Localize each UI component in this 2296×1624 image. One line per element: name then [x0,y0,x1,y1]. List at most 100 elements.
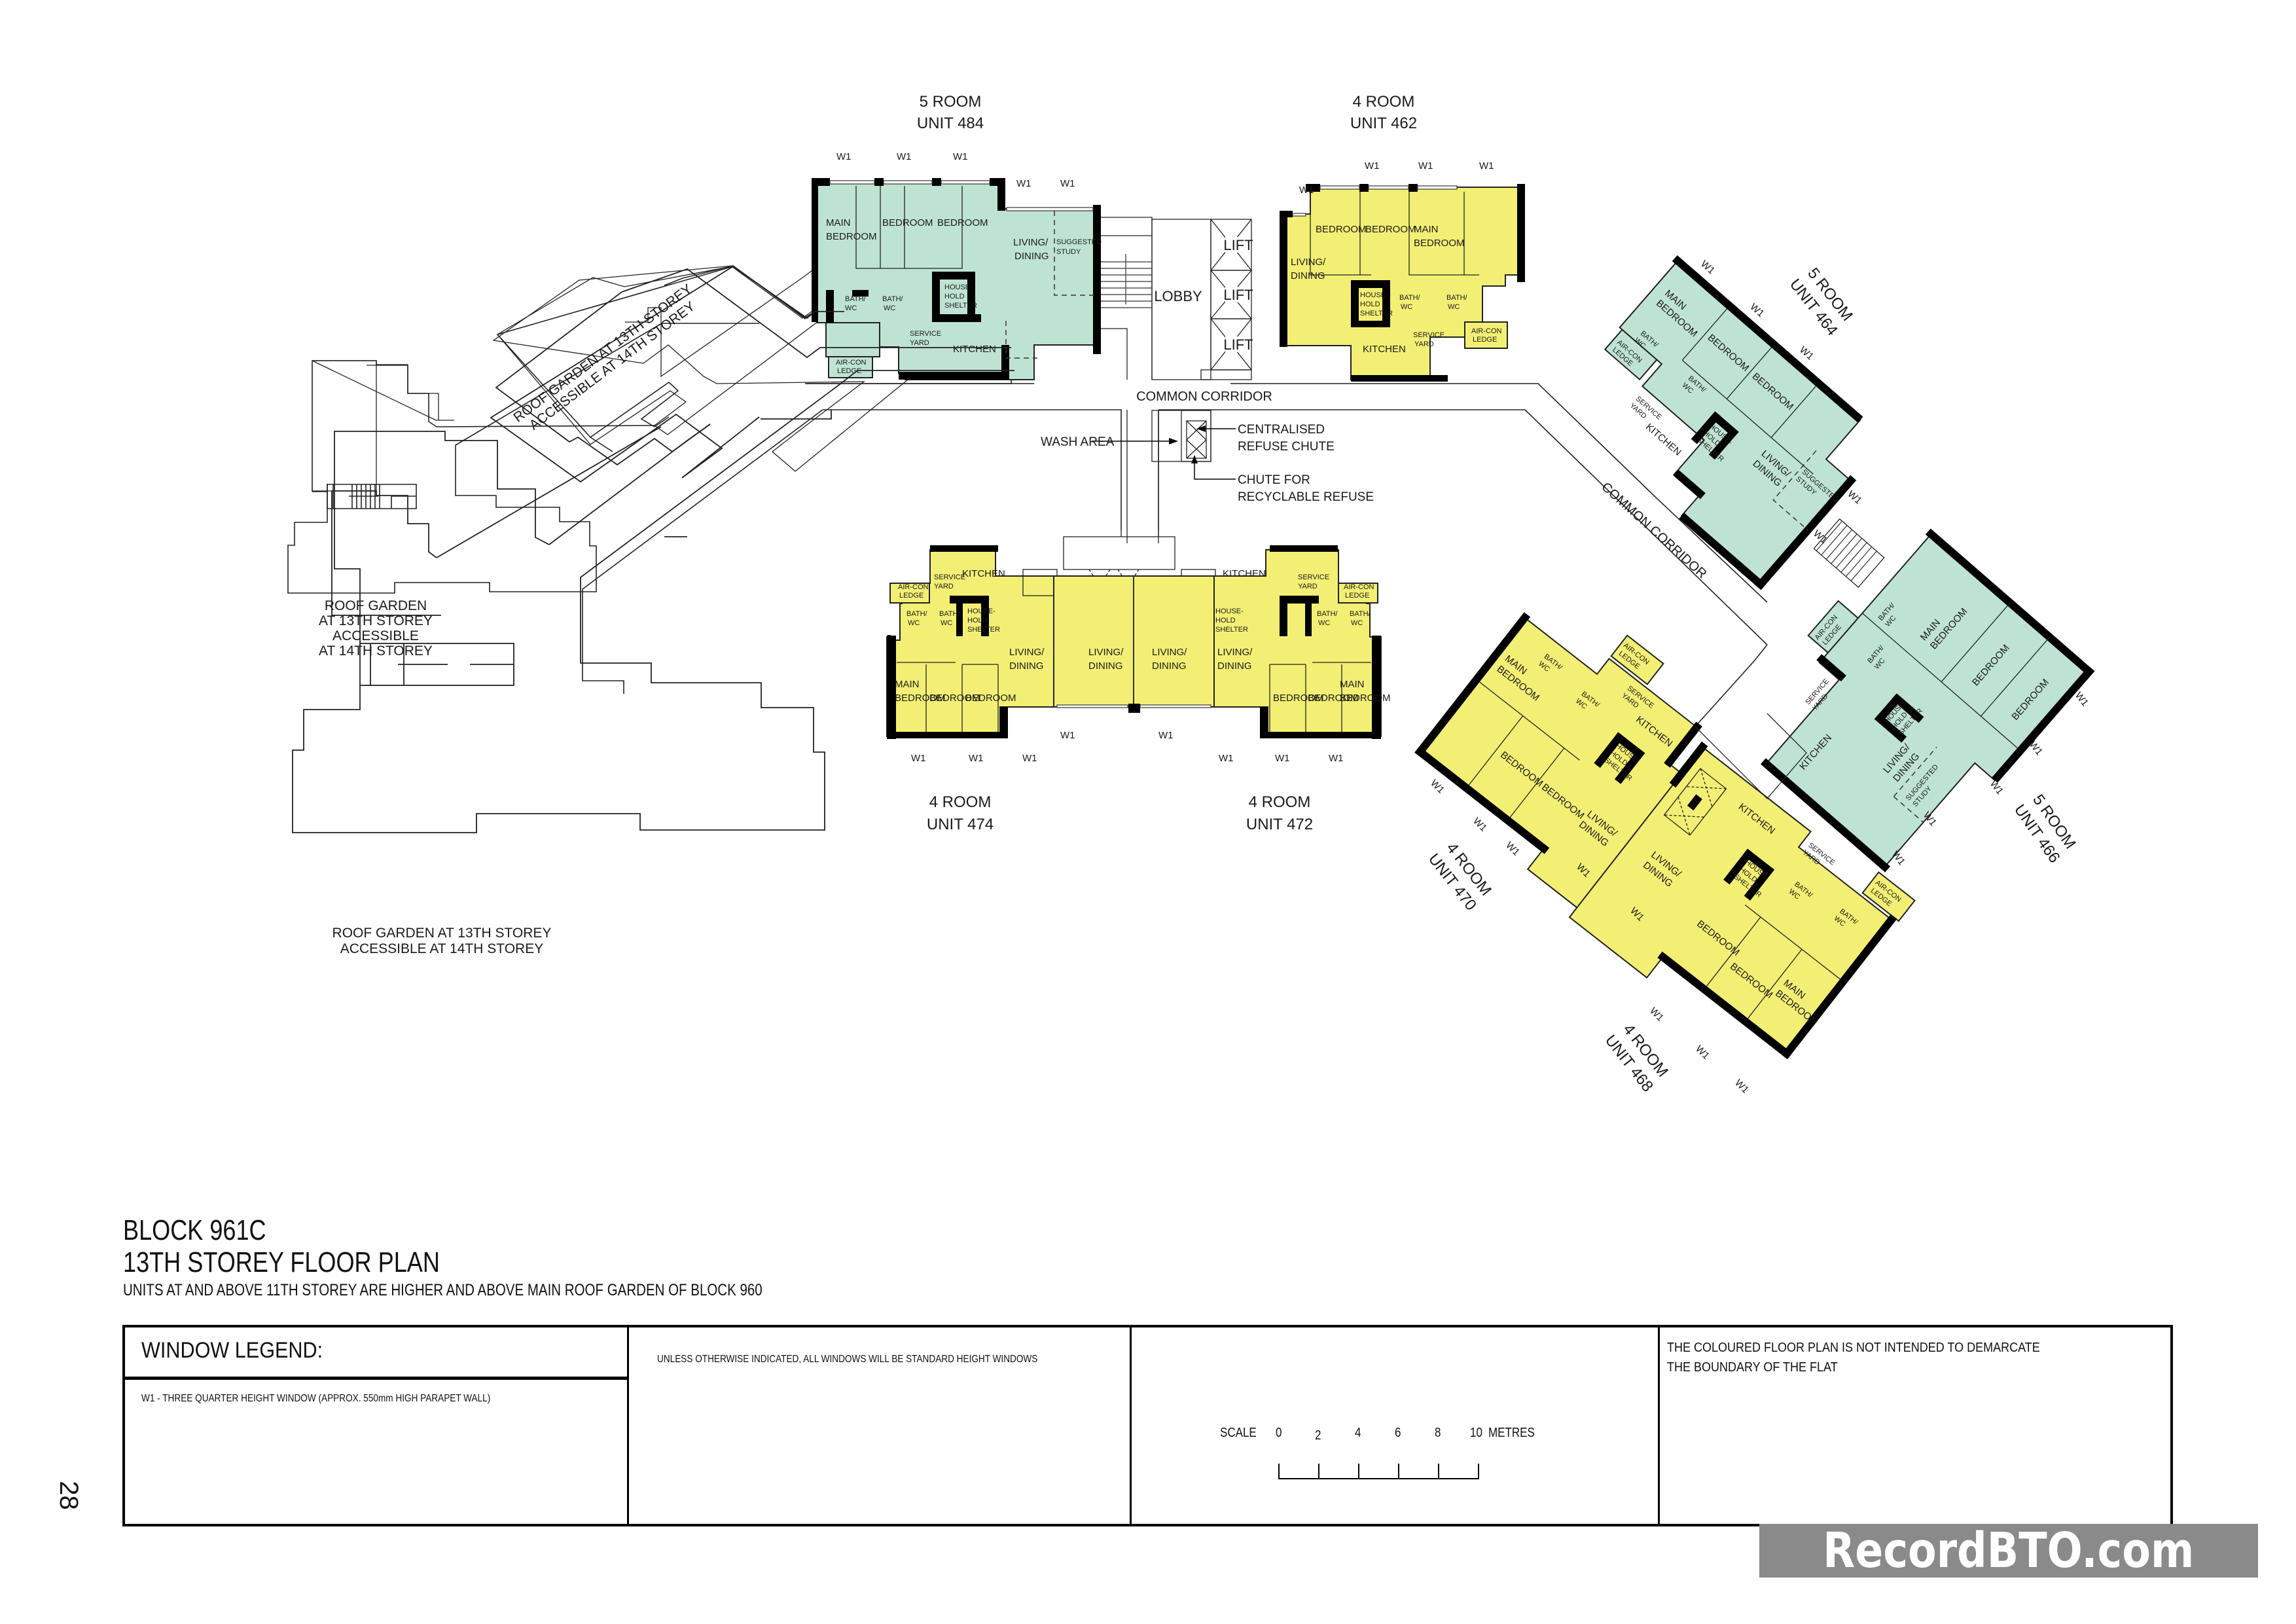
svg-text:DINING: DINING [1009,660,1044,672]
window-w1-label: W1 [897,151,912,162]
window-w1-label: W1 [1418,160,1433,171]
room-label-living: LIVING/ [1291,257,1326,268]
lobby-label: LOBBY [1154,288,1202,304]
svg-text:RECYCLABLE REFUSE: RECYCLABLE REFUSE [1238,490,1374,504]
svg-text:WC: WC [1318,619,1330,627]
room-label-bath: BATH/ [1350,610,1371,618]
room-label-bedroom: BEDROOM [929,693,980,704]
window-legend-cell: WINDOW LEGEND: W1 - THREE QUARTER HEIGHT… [125,1327,629,1524]
room-label-aircon-ledge: AIR-CON [898,583,929,591]
common-corridor-label: COMMON CORRIDOR [1136,389,1272,404]
window-w1-label: W1 [969,753,984,764]
window-w1-label: W1 [1219,753,1234,764]
room-label-living: LIVING/ [1217,647,1253,658]
window-w1-label: W1 [1060,730,1075,741]
standard-window-note-cell: UNLESS OTHERWISE INDICATED, ALL WINDOWS … [627,1327,1132,1524]
svg-text:DINING: DINING [1291,270,1325,281]
scale-tick-label: 2 [1315,1428,1321,1443]
svg-text:ROOF GARDEN AT 13TH STOREY: ROOF GARDEN AT 13TH STOREY [332,926,552,941]
svg-text:SHELTER: SHELTER [967,626,1000,634]
svg-text:YARD: YARD [1414,340,1434,348]
lift-shafts: LIFT LIFT LIFT [1200,219,1253,380]
room-label-study: SUGGESTED [1056,238,1102,246]
svg-text:DINING: DINING [1088,660,1123,672]
svg-text:HOLD: HOLD [967,617,988,624]
svg-text:LEDGE: LEDGE [1345,592,1369,600]
room-label-kitchen: KITCHEN [1363,344,1406,355]
svg-text:LEDGE: LEDGE [1473,336,1497,344]
svg-text:REFUSE CHUTE: REFUSE CHUTE [1238,440,1335,454]
unit-number-label: UNIT 484 [917,115,984,132]
lift-label: LIFT [1223,287,1253,303]
room-label-service-yard: SERVICE [1413,331,1444,339]
window-w1-label: W1 [1022,753,1037,764]
room-label-shelter: HOUSE- [1360,291,1388,299]
room-label-bedroom: BEDROOM [882,217,933,228]
room-label-bath: BATH/ [906,610,928,618]
disclaimer-cell: THE COLOURED FLOOR PLAN IS NOT INTENDED … [1658,1327,2170,1524]
scale-bar [1278,1462,1479,1479]
room-label-bedroom: BEDROOM [1308,693,1359,704]
window-w1-label: W1 [911,753,926,764]
room-label-bedroom: BEDROOM [965,693,1016,704]
svg-text:ACCESSIBLE: ACCESSIBLE [332,628,419,643]
window-w1-label: W1 [1428,778,1446,796]
roof-garden-boundaries [331,266,844,616]
unit-474: MAIN BEDROOM BEDROOM BEDROOM LIVING/ DIN… [886,545,1075,833]
room-label-living: LIVING/ [1009,647,1045,658]
room-label-bath: BATH/ [1317,610,1338,618]
room-label-bath: BATH/ [845,295,867,303]
roof-garden-label-bottom: ROOF GARDEN AT 13TH STOREY ACCESSIBLE AT… [332,926,552,956]
refuse-chute-label: CENTRALISED [1238,423,1325,437]
unit-470-title: 4 ROOM UNIT 470 [1425,839,1495,914]
svg-text:HOLD: HOLD [944,293,965,300]
window-w1-label: W1 [1988,778,2005,797]
svg-text:ROOF GARDEN AT 13TH STOREY: ROOF GARDEN AT 13TH STOREY [511,281,694,425]
lift-label: LIFT [1223,336,1253,353]
room-label-kitchen: KITCHEN [1643,422,1683,458]
room-label-bedroom: BEDROOM [1365,224,1416,235]
window-w1-label: W1 [1698,259,1717,277]
window-w1-label: W1 [1748,301,1767,319]
room-label-living: LIVING/ [1152,647,1187,658]
scale-bar-group: SCALE 0 2 4 6 8 10 METRES [1220,1426,1535,1479]
room-label-shelter: HOUSE- [1215,607,1244,615]
room-label-bedroom: BEDROOM [1316,224,1367,235]
unit-number-label: UNIT 474 [927,816,994,833]
unit-466: MAIN BEDROOM BEDROOM BEDROOM LIVING/ DIN… [1760,528,2095,873]
unit-number-label: UNIT 472 [1246,816,1313,833]
svg-text:WC: WC [1351,619,1363,627]
svg-text:YARD: YARD [1298,583,1318,590]
unit-type-label: 4 ROOM [1353,93,1415,111]
svg-text:ROOF GARDEN: ROOF GARDEN [325,598,427,613]
scale-label: SCALE [1220,1426,1257,1440]
svg-text:ACCESSIBLE AT 14TH STOREY: ACCESSIBLE AT 14TH STOREY [340,941,543,956]
scale-tick-label: 4 [1355,1426,1361,1440]
svg-text:WC: WC [845,304,857,312]
room-label-service-yard: SERVICE [934,573,965,581]
room-label-kitchen: KITCHEN [953,344,996,355]
scale-cell: SCALE 0 2 4 6 8 10 METRES [1130,1327,1660,1524]
title-block: BLOCK 961C 13TH STOREY FLOOR PLAN UNITS … [123,1215,903,1300]
unit-484: MAIN BEDROOM BEDROOM BEDROOM LIVING/ DIN… [812,93,1102,380]
w1-description: W1 - THREE QUARTER HEIGHT WINDOW (APPROX… [141,1393,491,1404]
room-label-aircon-ledge: AIR-CON [1471,327,1502,335]
svg-text:SHELTER: SHELTER [1215,626,1248,634]
scale-tick-label: 8 [1435,1426,1441,1440]
window-w1-label: W1 [1158,730,1174,741]
block-title: BLOCK 961C [123,1214,266,1246]
svg-text:SHELTER: SHELTER [1360,310,1393,317]
scale-tick-label: 10 [1470,1426,1482,1440]
scale-unit-label: METRES [1488,1426,1535,1440]
svg-text:BEDROOM: BEDROOM [1340,693,1391,704]
window-w1-label: W1 [1016,178,1031,189]
unit-type-label: 4 ROOM [1249,793,1311,811]
unit-number-label: UNIT 462 [1350,115,1417,132]
scale-tick-label: 0 [1276,1426,1282,1440]
watermark-text: RecordBTO.com [1823,1523,2195,1579]
unit-464-title: 5 ROOM UNIT 464 [1786,264,1856,339]
unit-462: BEDROOM BEDROOM MAIN BEDROOM LIVING/ DIN… [1280,93,1525,382]
disclaimer-text: THE COLOURED FLOOR PLAN IS NOT INTENDED … [1667,1341,2040,1375]
window-w1-label: W1 [836,151,852,162]
